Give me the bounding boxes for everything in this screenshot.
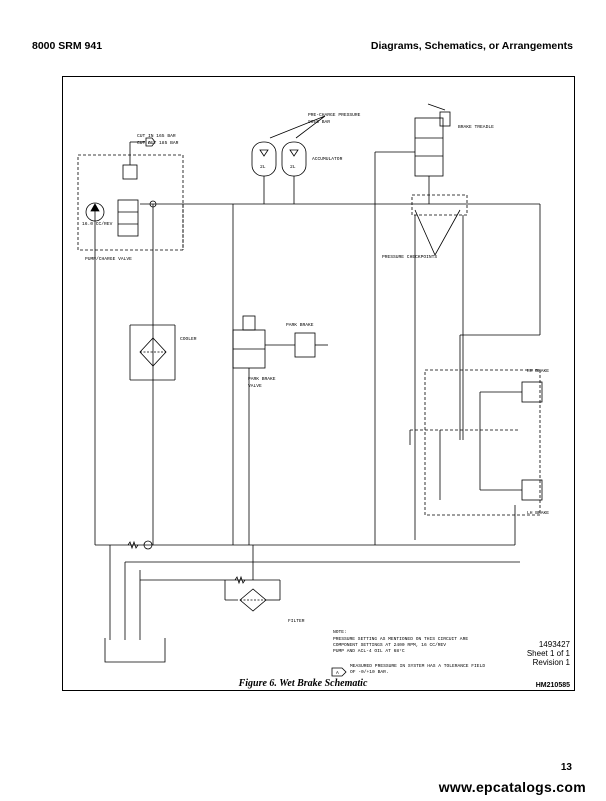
cut-in-label: CUT IN 165 BAR bbox=[137, 133, 176, 139]
cooler-label: COOLER bbox=[180, 336, 197, 342]
precharge-label-1: PRE-CHARGE PRESSURE bbox=[308, 112, 361, 118]
cut-out-label: CUT OUT 185 BAR bbox=[137, 140, 179, 146]
rh-brake-label: RH BRAKE bbox=[527, 368, 549, 374]
drawing-sheet: Sheet 1 of 1 bbox=[526, 649, 570, 658]
footer-url[interactable]: www.epcatalogs.com bbox=[438, 779, 586, 795]
park-brake-cylinder bbox=[294, 332, 316, 358]
schematic-frame bbox=[62, 76, 575, 691]
pump-valve-label: PUMP/CHARGE VALVE bbox=[85, 256, 132, 262]
pressure-checkpoints-label: PRESSURE CHECKPOINTS bbox=[382, 254, 437, 260]
flag-a bbox=[145, 137, 156, 147]
doc-id: 8000 SRM 941 bbox=[32, 40, 103, 52]
pump-charge-valve-box bbox=[77, 154, 184, 251]
rh-brake bbox=[521, 381, 543, 403]
accumulator-right bbox=[281, 141, 307, 177]
note-line-5: OF -0/+10 BAR. bbox=[350, 669, 389, 675]
note-line-4: MEASURED PRESSURE IN SYSTEM HAS A TOLERA… bbox=[350, 663, 485, 669]
figure-caption: Figure 6. Wet Brake Schematic bbox=[238, 678, 368, 689]
tank bbox=[104, 638, 166, 663]
pump-flow-label: 16.0 CC/REV bbox=[82, 221, 113, 227]
return-check-valve bbox=[143, 540, 153, 550]
section-title: Diagrams, Schematics, or Arrangements bbox=[370, 40, 573, 52]
filter-bypass-spring bbox=[234, 575, 246, 585]
filter-label: FILTER bbox=[288, 618, 305, 624]
note-title: NOTE: bbox=[333, 629, 347, 635]
lh-brake-label: LH BRAKE bbox=[527, 510, 549, 516]
note-line-1: PRESSURE SETTING AS MENTIONED ON THIS CI… bbox=[333, 636, 468, 642]
drawing-revision: Revision 1 bbox=[532, 658, 570, 667]
relief-valve bbox=[122, 164, 138, 180]
note-line-2: COMPONENT SETTINGS AT 2400 RPM, 16 CC/RE… bbox=[333, 642, 446, 648]
park-brake-label: PARK BRAKE bbox=[286, 322, 314, 328]
drawing-reference: 1493427 Sheet 1 of 1 Revision 1 bbox=[527, 640, 570, 667]
note-line-3: PUMP AND ACL-4 OIL AT 68°C bbox=[333, 648, 405, 654]
accumulator-left bbox=[251, 141, 277, 177]
park-brake-valve-label-1: PARK BRAKE bbox=[248, 376, 276, 382]
acc-right-size: 2L bbox=[290, 164, 296, 170]
brake-housing bbox=[424, 369, 541, 516]
flag-a-text: A bbox=[148, 140, 151, 146]
precharge-label-2: 90±5 BAR bbox=[308, 119, 330, 125]
page-number: 13 bbox=[560, 762, 572, 773]
brake-treadle-valve bbox=[414, 117, 444, 177]
lh-brake bbox=[521, 479, 543, 501]
park-brake-valve-label-2: VALVE bbox=[248, 383, 262, 389]
accumulator-label: ACCUMULATOR bbox=[312, 156, 343, 162]
brake-treadle-label: BRAKE TREADLE bbox=[458, 124, 494, 130]
drawing-number: 1493427 bbox=[538, 640, 570, 649]
pressure-checkpoints-pointer bbox=[414, 209, 461, 256]
acc-left-size: 2L bbox=[260, 164, 266, 170]
charge-valve bbox=[117, 199, 139, 237]
drawing-code: HM210585 bbox=[535, 682, 570, 689]
pump-symbol bbox=[85, 202, 105, 222]
note-flag-text: A bbox=[336, 670, 339, 676]
